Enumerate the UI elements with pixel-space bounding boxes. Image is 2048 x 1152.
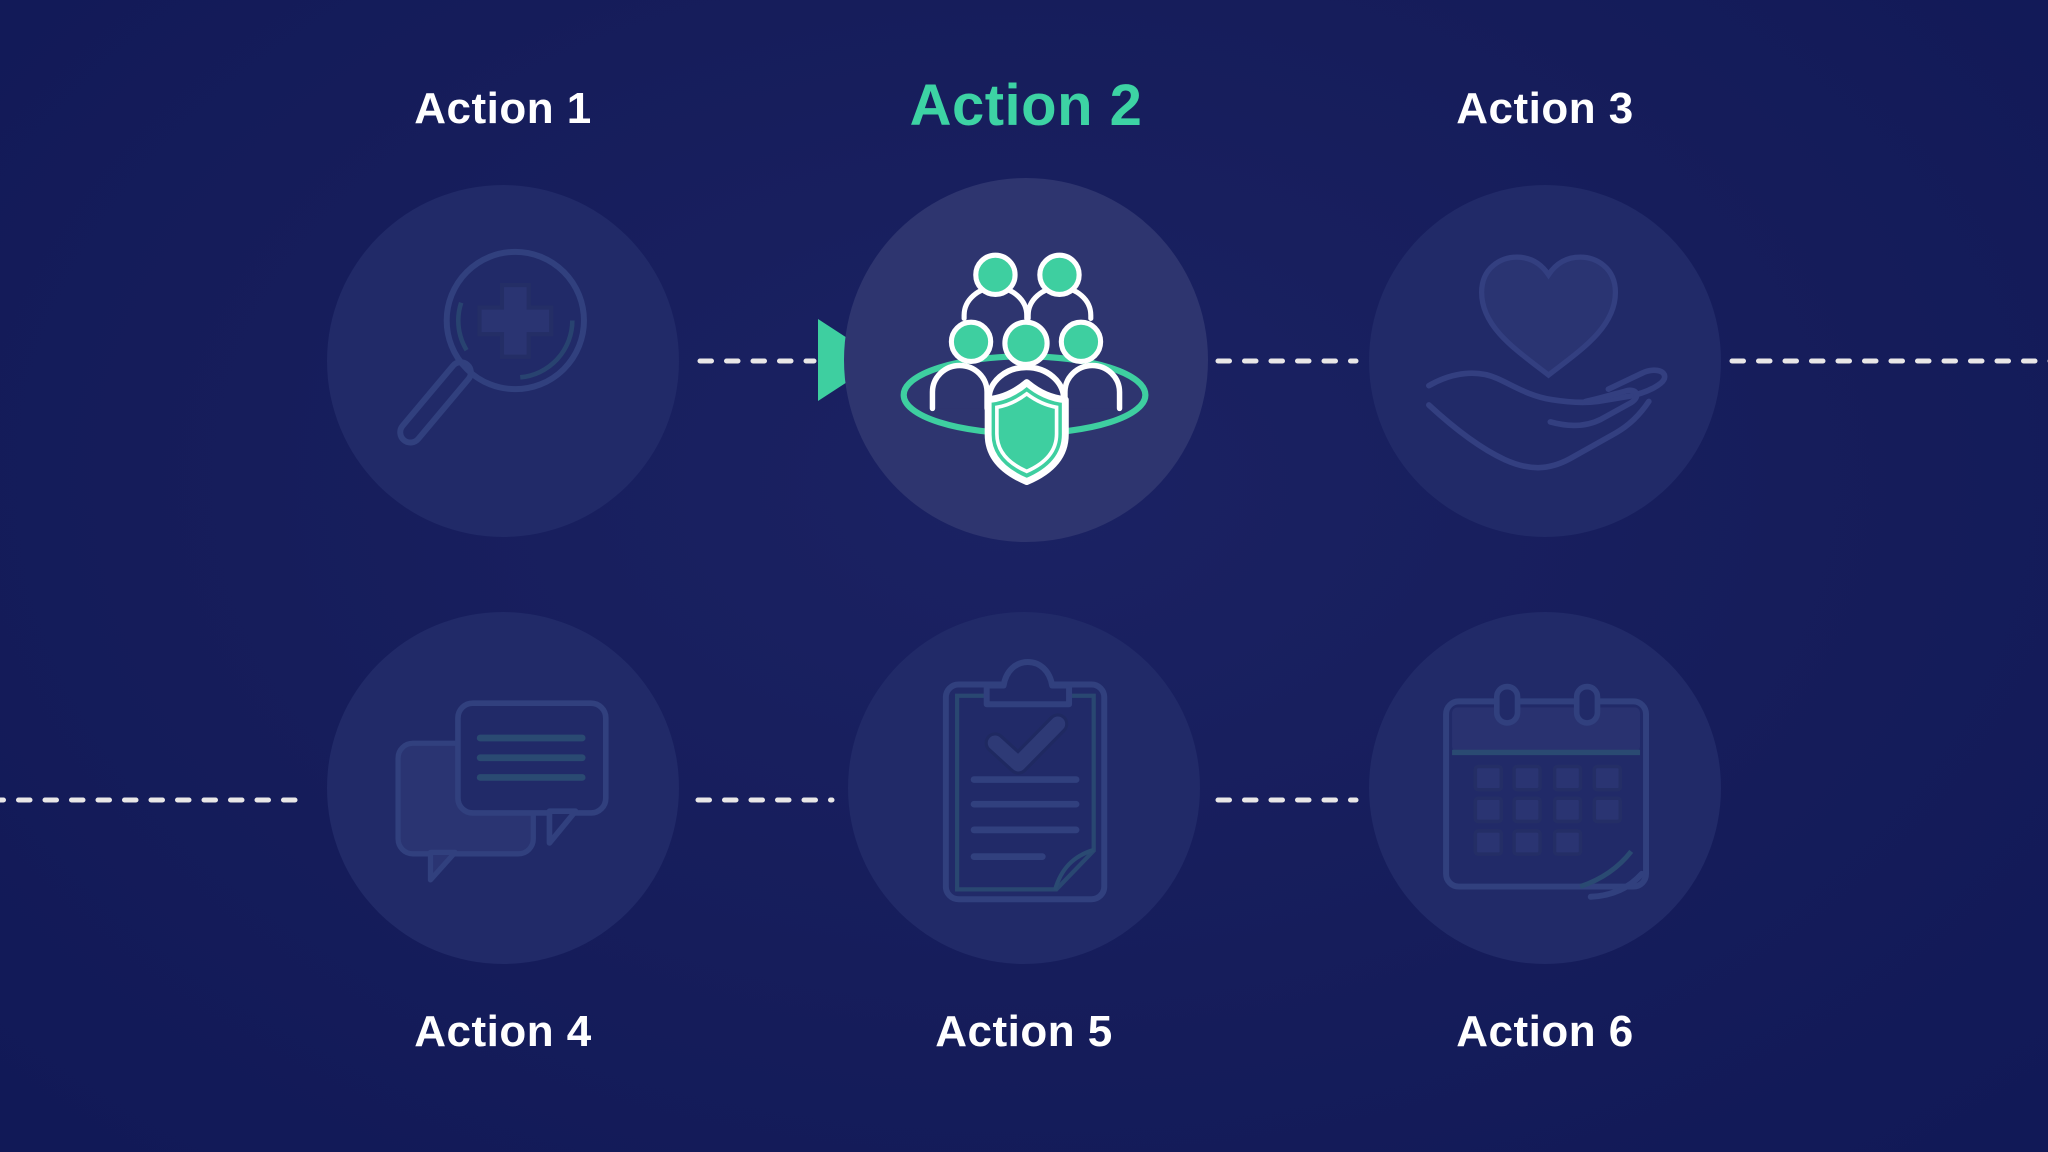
node-label-action-4: Action 4 [414,1007,592,1056]
heart-in-hand-icon [1426,254,1668,471]
chat-bubbles-icon [395,700,609,883]
magnifier-medical-cross-icon [397,248,587,446]
node-action-3 [1369,185,1721,537]
calendar-icon [1443,683,1650,900]
node-label-action-2: Action 2 [909,73,1143,138]
node-label-action-5: Action 5 [935,1007,1113,1056]
team-shield-icon [900,252,1149,486]
node-label-action-6: Action 6 [1456,1007,1634,1056]
node-label-action-1: Action 1 [414,84,592,133]
clipboard-check-icon [942,658,1108,903]
node-action-2 [844,178,1208,542]
node-action-1 [327,185,679,537]
node-action-6 [1369,612,1721,964]
node-label-action-3: Action 3 [1456,84,1634,133]
node-action-5 [848,612,1200,964]
node-action-4 [327,612,679,964]
